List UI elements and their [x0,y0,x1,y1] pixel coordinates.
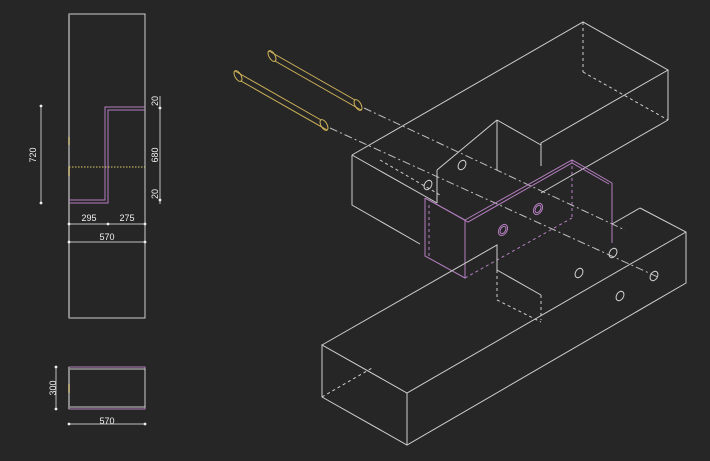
dowel-axis [363,107,626,231]
dimension-depth: 300 [48,380,58,395]
dimension-endpoint [158,106,162,110]
dowel-end [319,119,329,131]
block-edge [351,21,670,166]
joint-hidden-edge [464,217,573,279]
joint-edge [464,159,613,243]
dimension-endpoint [143,240,147,244]
hidden-edge [321,367,373,398]
dowel-end [267,50,277,62]
joint-dowel-hole-inner [534,204,542,214]
dimension-endpoint [106,222,110,226]
dowel-hole [608,247,618,259]
joint-dowel-hole [532,202,544,216]
dimension-width-total: 570 [99,232,114,242]
block-edge [321,207,687,446]
dimension-endpoint [158,198,162,202]
notch-edge [436,119,498,171]
dowel-hole [423,179,433,191]
dowel-end [353,99,363,111]
dimension-width-left: 295 [81,213,96,223]
dowel-2 [267,50,363,111]
upper-block [351,21,670,245]
exploded-isometric-view [233,21,687,446]
hidden-edge [582,71,669,121]
block-edge [351,155,421,245]
notch-edge [496,269,542,296]
dowel-edge [274,60,362,111]
joint-piece [424,159,613,279]
hidden-edge [379,159,441,196]
dimension-endpoint [143,422,147,426]
lower-block [321,207,687,446]
dimension-endpoint [143,222,147,226]
joint-profile-outer [69,106,145,201]
dowel-hole [574,267,584,279]
dowel-hole [457,159,467,171]
joint-dowel-hole-inner [499,225,507,235]
front-view: 720 20 680 20 295 275 570 [28,13,162,319]
dimension-endpoint [67,222,71,226]
dowel-end [233,70,243,82]
notch-edge [496,119,542,146]
dowel-hole [649,270,659,282]
dowel-edge [268,50,356,101]
dimension-endpoint [39,104,43,108]
dimension-height-middle: 680 [150,147,160,162]
dimension-endpoint [67,240,71,244]
dimension-plan-width: 570 [99,416,114,426]
block-edge [351,154,438,204]
block-edge [611,207,641,225]
dimension-endpoint [39,201,43,205]
front-view-outline [68,13,146,319]
joint-profile-inner [69,109,145,204]
plan-view-outline [68,368,146,408]
block-edge [321,244,498,346]
plan-view-joint-outline [68,366,146,410]
joint-edge [424,197,466,279]
joint-edge [428,162,610,223]
dimension-endpoint [54,407,58,411]
dimension-height-bottom: 20 [150,189,160,199]
dimension-height-top: 20 [150,96,160,106]
block-edge [540,119,669,194]
dimension-endpoint [54,365,58,369]
dimension-width-right: 275 [119,213,134,223]
plan-view: 300 570 [48,365,147,426]
hidden-edge [496,299,542,323]
dimension-endpoint [67,422,71,426]
dimension-height-total: 720 [28,147,38,162]
dowel-hole [615,290,625,302]
dowel-1 [233,70,329,131]
joint-dowel-hole [497,223,509,237]
dowel-edge [234,70,322,121]
dowel-edge [240,80,328,131]
